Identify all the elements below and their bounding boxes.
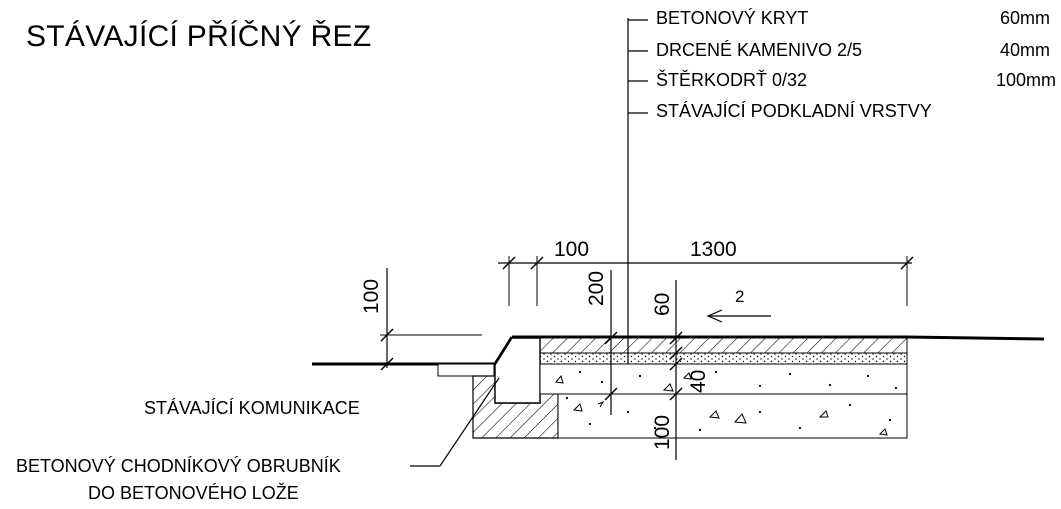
- tick-layer-2: [669, 346, 683, 360]
- callout-curb-leader-d: [439, 377, 500, 467]
- pavement-surface-line: [512, 335, 1045, 341]
- layer-concrete-cover: [539, 337, 908, 354]
- road-edge-block: [437, 363, 495, 377]
- layer-thickness-2: 40mm: [999, 40, 1050, 60]
- tick-depth-top: [604, 331, 618, 345]
- slope-arrow-head: [706, 309, 723, 323]
- layer-name-1: BETONOVÝ KRYT: [656, 8, 809, 28]
- callout-curb-line2: DO BETONOVÉHO LOŽE: [88, 483, 299, 503]
- dim-total-depth-label: 200: [585, 270, 608, 306]
- dot-texture: [565, 370, 898, 432]
- tick-curb-top: [380, 328, 394, 342]
- tick-curb-bottom: [380, 357, 394, 371]
- tick-h-1: [502, 256, 516, 270]
- layer-thickness-3: 100mm: [995, 70, 1056, 90]
- dim-concrete-depth-label: 60: [651, 292, 674, 316]
- layer-gravel: [539, 363, 908, 395]
- dim-gravel-depth-label: 100: [651, 414, 674, 450]
- callout-curb-line1: BETONOVÝ CHODNÍKOVÝ OBRUBNÍK: [16, 456, 341, 476]
- dim-curb-height-label: 100: [360, 278, 383, 314]
- layer-thickness-1: 60mm: [999, 8, 1050, 28]
- dim-pavement-width-label: 1300: [690, 238, 737, 261]
- dim-aggregate-depth-label: 40: [687, 369, 710, 393]
- layer-existing-base: [557, 393, 908, 439]
- gravel-texture: [555, 372, 888, 436]
- slope-label: 2: [735, 287, 745, 306]
- curb-stone: [494, 337, 541, 404]
- tick-layer-3: [669, 357, 683, 371]
- tick-h-3: [900, 256, 914, 270]
- tick-layer-4: [669, 387, 683, 401]
- layer-crushed-aggregate: [539, 352, 908, 365]
- road-surface-line: [312, 336, 514, 366]
- tick-h-2: [530, 256, 544, 270]
- layer-name-3: ŠTĚRKODRŤ 0/32: [656, 70, 808, 90]
- callout-road: STÁVAJÍCÍ KOMUNIKACE: [144, 398, 360, 418]
- tick-layer-1: [669, 331, 683, 345]
- dim-curb-width-label: 100: [554, 238, 590, 261]
- drawing-title: STÁVAJÍCÍ PŘÍČNÝ ŘEZ: [26, 20, 372, 53]
- layer-name-4: STÁVAJÍCÍ PODKLADNÍ VRSTVY: [656, 101, 932, 121]
- tick-depth-bottom: [604, 387, 618, 401]
- layer-name-2: DRCENÉ KAMENIVO 2/5: [656, 40, 863, 60]
